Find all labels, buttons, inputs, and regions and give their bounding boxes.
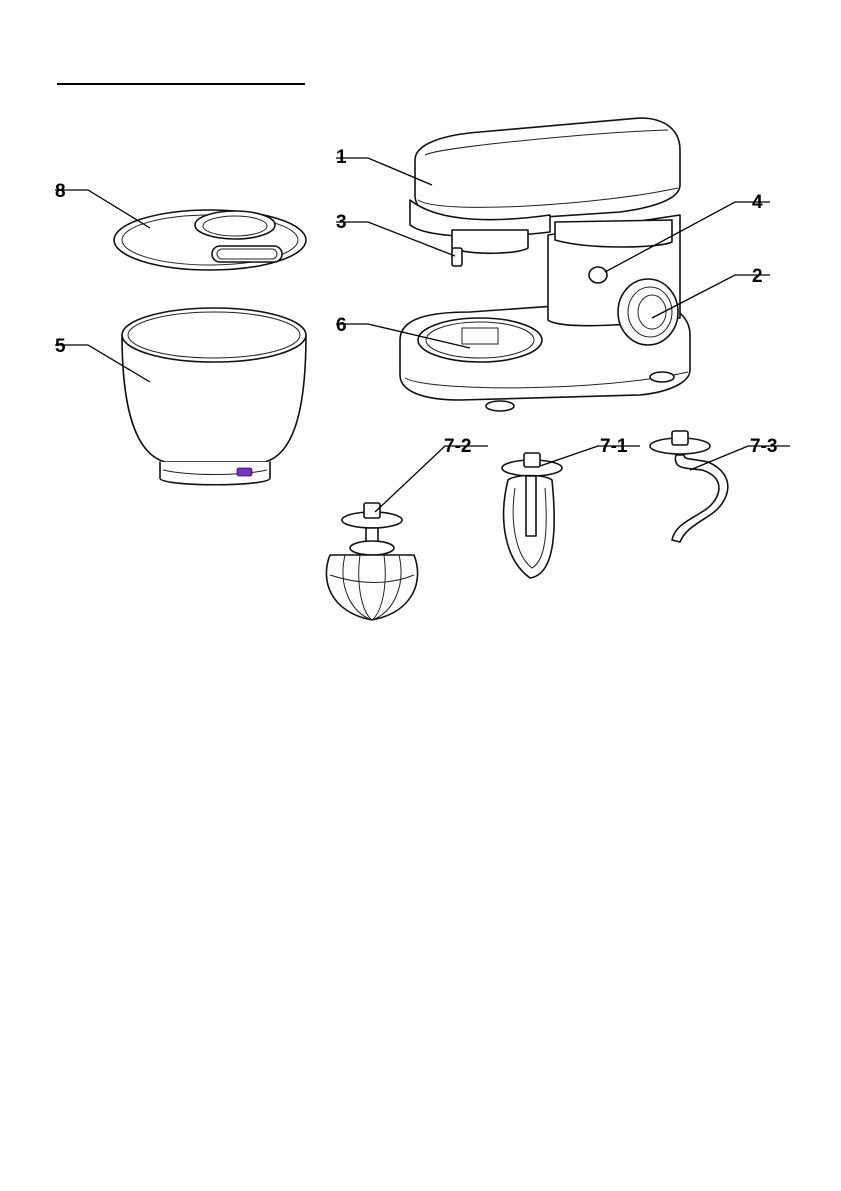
- whisk-attachment: [326, 503, 417, 620]
- splash-guard-lid: [114, 210, 306, 270]
- mixer-body: [400, 118, 690, 411]
- callout-1: 1: [336, 147, 347, 168]
- callout-7-1: 7-1: [600, 436, 628, 457]
- callout-4: 4: [752, 192, 763, 213]
- dough-hook-attachment: [650, 431, 728, 542]
- callout-7-2: 7-2: [444, 436, 471, 457]
- bowl-release-button: [237, 468, 252, 476]
- mixing-bowl: [122, 308, 306, 485]
- callout-3: 3: [336, 212, 347, 233]
- callout-7-3: 7-3: [750, 436, 777, 457]
- flat-beater-attachment: [502, 453, 562, 578]
- callout-5: 5: [55, 336, 66, 357]
- callout-2: 2: [752, 266, 763, 287]
- callout-8: 8: [55, 181, 66, 202]
- callout-6: 6: [336, 315, 347, 336]
